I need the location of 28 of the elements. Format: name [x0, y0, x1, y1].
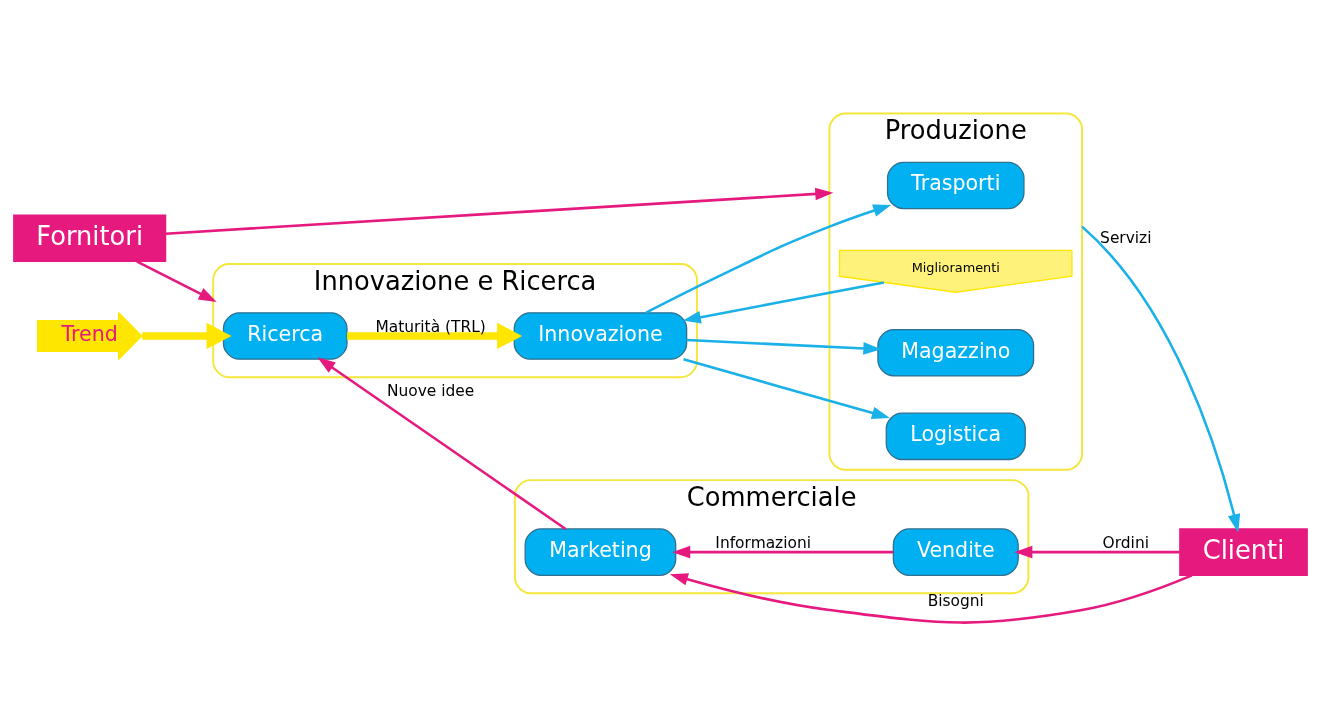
arrow: [669, 572, 1193, 624]
node-box: Innovazione: [513, 311, 688, 360]
edge-label: Bisogni: [927, 591, 984, 610]
arrow: [136, 259, 217, 302]
edge-label: Ordini: [1102, 533, 1149, 552]
node-box: Clienti: [1179, 527, 1308, 576]
arrow: [672, 545, 894, 558]
edge-label: Servizi: [1100, 228, 1152, 247]
edge-label: Informazioni: [715, 533, 811, 552]
node-box: Trasporti: [886, 161, 1025, 209]
arrow: [347, 322, 523, 349]
arrow: [165, 187, 834, 235]
arrow: [1014, 545, 1180, 558]
node-box: Marketing: [524, 527, 677, 576]
edge-label: Maturità (TRL): [375, 317, 486, 336]
arrow: [1081, 225, 1241, 532]
node-box: Magazzino: [877, 328, 1035, 377]
arrow: [142, 322, 232, 349]
arrow: [686, 338, 882, 355]
arrow: [645, 204, 892, 314]
node-box: Logistica: [885, 412, 1026, 460]
arrow: [317, 356, 567, 530]
node-box: Ricerca: [222, 311, 348, 360]
edge-label: Nuove idee: [386, 381, 475, 400]
arrow: [683, 357, 890, 419]
node-box: Vendite: [892, 527, 1019, 576]
arrow: [682, 280, 885, 323]
node-box: Fornitori: [13, 213, 167, 262]
